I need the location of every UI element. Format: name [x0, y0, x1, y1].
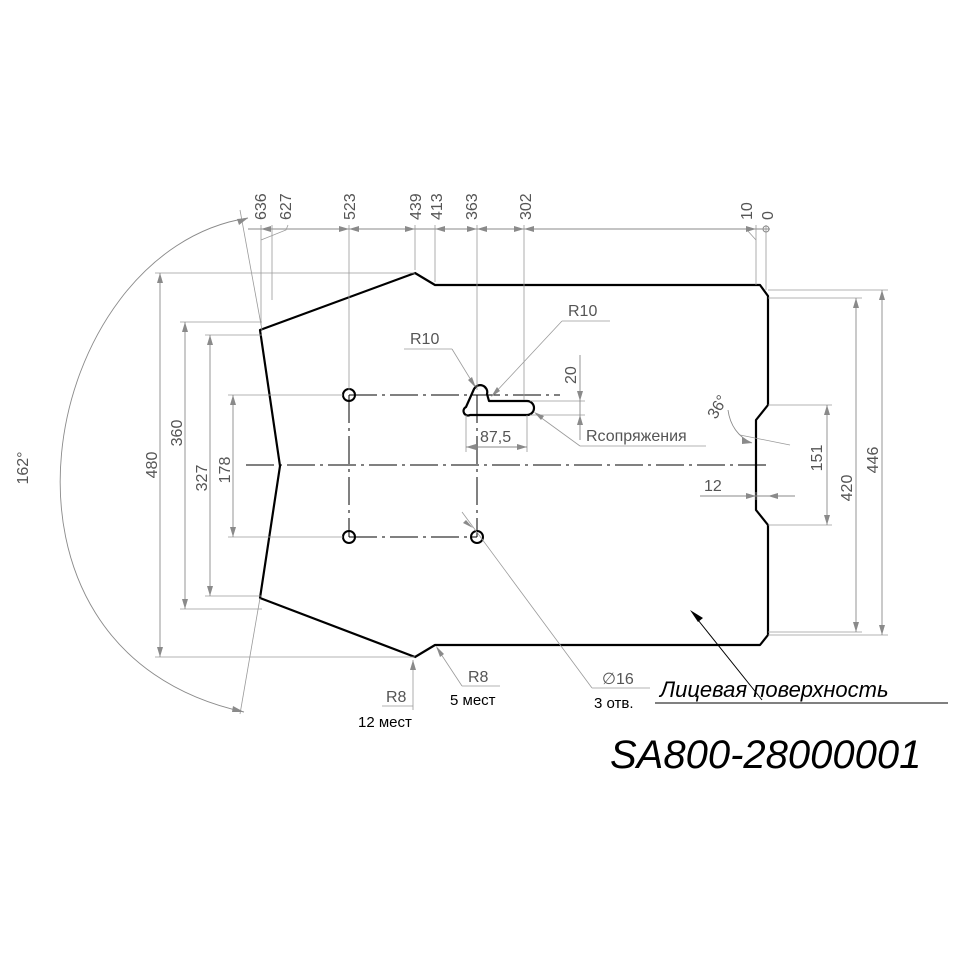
dim-627: 627 — [278, 193, 295, 220]
dim-20-arrow-bot — [577, 415, 583, 425]
slot-outline — [462, 384, 536, 417]
leader-rfillet-a — [535, 413, 581, 447]
dim-12-arrow-l — [746, 493, 756, 499]
leader-627 — [260, 224, 289, 241]
right-dim-arrows — [824, 290, 885, 635]
dim-r10-right: R10 — [568, 303, 597, 320]
dim-178: 178 — [217, 457, 234, 484]
dim-162-deg: 162° — [15, 451, 32, 484]
dim-420: 420 — [839, 475, 856, 502]
r10-left-arrow — [468, 377, 476, 388]
arc-36-arrow — [742, 437, 752, 444]
dim-363: 363 — [464, 193, 481, 220]
dim-439: 439 — [408, 193, 425, 220]
face-surface-label: Лицевая поверхность — [658, 677, 889, 702]
dim-20: 20 — [563, 366, 580, 384]
callout-r8-left-count: 12 мест — [358, 714, 412, 731]
dim-r10-left: R10 — [410, 331, 439, 348]
dim-875: 87,5 — [480, 429, 511, 446]
ext-162-bot — [239, 597, 261, 715]
hole-arrow — [463, 520, 473, 528]
dim-875-arrow-r — [517, 444, 527, 450]
rfillet-arrow — [534, 412, 544, 420]
callout-r8-mid: R8 — [468, 669, 489, 686]
arc-36 — [727, 409, 753, 444]
dim-302: 302 — [518, 193, 535, 220]
r10-right-arrow — [491, 387, 500, 397]
leader-hole — [461, 511, 593, 689]
leader-face — [693, 614, 763, 701]
r8-left-arrow — [410, 660, 416, 670]
dim-20-arrow-top — [577, 391, 583, 401]
ext-36 — [739, 434, 791, 446]
dim-12: 12 — [704, 478, 722, 495]
dim-327: 327 — [194, 465, 211, 492]
leader-10 — [746, 229, 757, 241]
dim-875-arrow-l — [466, 444, 476, 450]
callout-hole-count: 3 отв. — [594, 695, 634, 712]
datum-zero-marker — [762, 225, 770, 233]
dim-12-arrow-r — [768, 493, 778, 499]
callout-hole-dia: ∅16 — [602, 671, 634, 688]
dim-446: 446 — [865, 447, 882, 474]
top-dim-arrows — [261, 226, 756, 232]
dim-636: 636 — [253, 193, 270, 220]
dim-10: 10 — [739, 202, 756, 220]
dim-36-deg: 36° — [705, 393, 732, 422]
leader-r10-right-b — [492, 320, 563, 396]
dim-0: 0 — [760, 211, 777, 220]
dim-360: 360 — [169, 420, 186, 447]
left-dim-arrows — [157, 273, 236, 657]
part-outline — [258, 271, 770, 659]
arc-162-arrow-top — [237, 218, 248, 225]
ext-162-top — [239, 209, 263, 331]
r8-mid-arrow — [436, 646, 444, 657]
part-code: SA800-28000001 — [610, 733, 921, 777]
dim-151: 151 — [809, 445, 826, 472]
arc-162-arrow-bot — [232, 706, 244, 712]
dim-523: 523 — [342, 193, 359, 220]
face-arrow — [690, 610, 703, 622]
dim-480: 480 — [144, 452, 161, 479]
dim-rfillet: Rсопряжения — [586, 428, 687, 445]
dim-413: 413 — [429, 193, 446, 220]
callout-r8-left: R8 — [386, 689, 407, 706]
callout-r8-mid-count: 5 мест — [450, 692, 496, 709]
